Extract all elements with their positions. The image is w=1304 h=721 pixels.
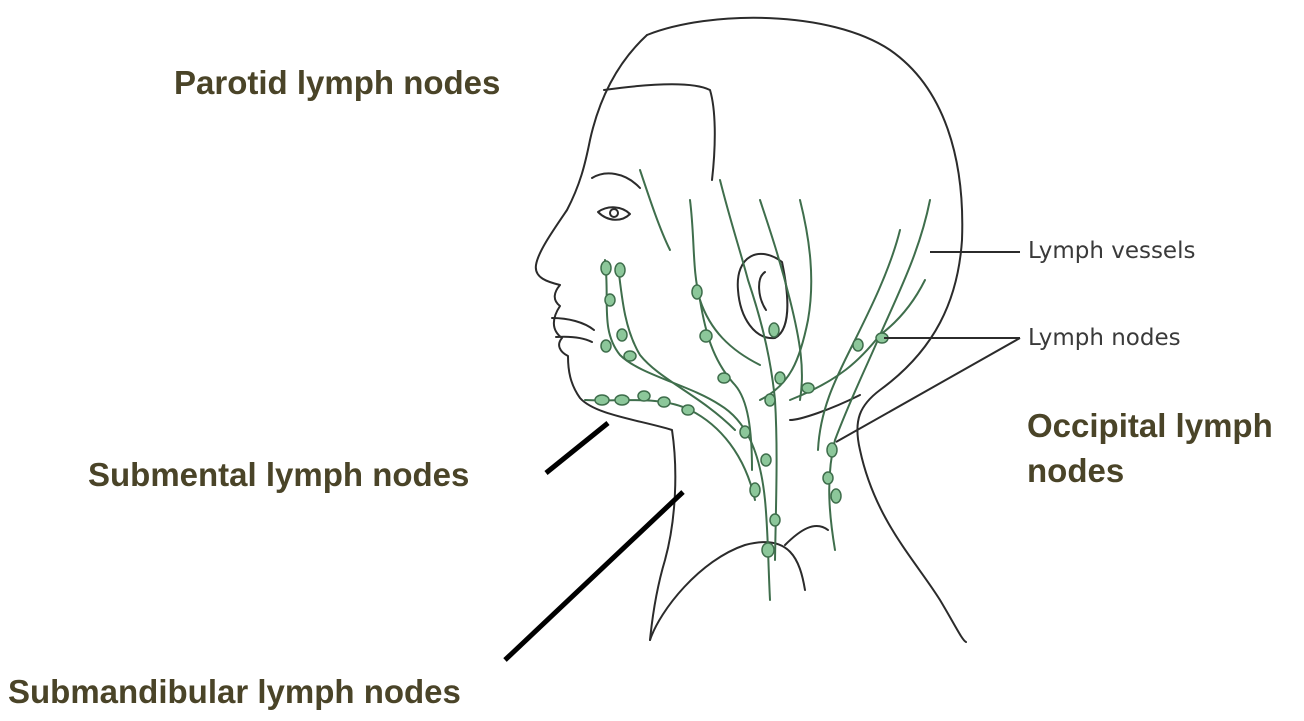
lymph-nodes-label: Lymph nodes xyxy=(1028,324,1181,352)
occipital-label: Occipital lymph nodes xyxy=(1027,403,1304,493)
submandibular-label: Submandibular lymph nodes xyxy=(8,672,461,712)
submental-pointer-line xyxy=(546,423,608,473)
lymph-vessels-label: Lymph vessels xyxy=(1028,237,1195,265)
submandibular-pointer-line xyxy=(505,492,683,660)
parotid-label: Parotid lymph nodes xyxy=(174,63,500,103)
submental-label: Submental lymph nodes xyxy=(88,455,469,495)
thin-pointer-lines xyxy=(836,252,1020,442)
head-outline xyxy=(536,18,966,642)
